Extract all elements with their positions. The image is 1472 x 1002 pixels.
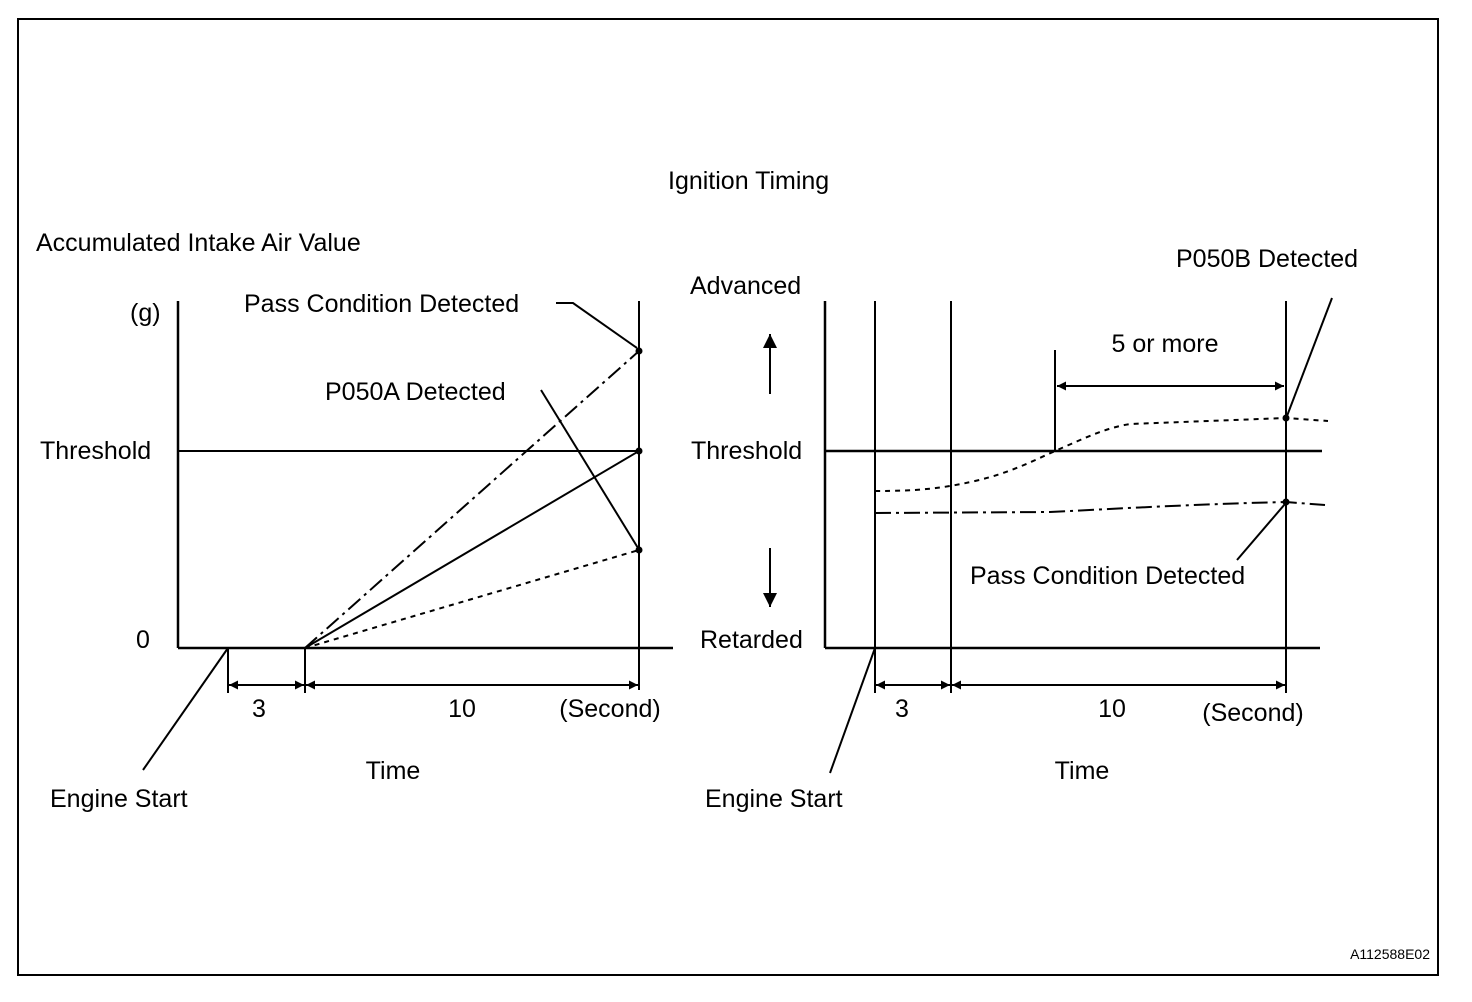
outer-frame <box>17 18 1439 976</box>
right-pass-leader <box>1236 503 1286 561</box>
right-panel-title: Ignition Timing <box>668 167 829 195</box>
left-time-unit: (Second) <box>559 695 660 723</box>
right-curve-fail <box>874 416 1329 492</box>
left-fail-leader <box>540 389 639 549</box>
left-threshold-label: Threshold <box>40 437 151 465</box>
right-engine-start-label: Engine Start <box>705 785 843 813</box>
left-interval-3-label: 3 <box>252 695 266 723</box>
right-fail-point <box>1282 414 1290 422</box>
right-curve-pass <box>874 500 1326 514</box>
left-engine-start-label: Engine Start <box>50 785 188 813</box>
figure-id: A112588E02 <box>1350 946 1430 962</box>
retarded-label: Retarded <box>700 626 803 654</box>
left-engine-start-leader <box>142 647 229 771</box>
left-panel-title: Accumulated Intake Air Value <box>36 229 361 257</box>
left-panel: Accumulated Intake Air Value (g) Thresho… <box>36 229 673 813</box>
left-pass-label: Pass Condition Detected <box>244 290 519 318</box>
left-curve-threshold <box>304 450 640 649</box>
left-time-axis-label: Time <box>366 757 421 785</box>
left-y-unit: (g) <box>130 299 161 327</box>
duration-label: 5 or more <box>1112 330 1219 358</box>
left-pass-point <box>635 347 643 355</box>
left-fail-point <box>635 546 643 554</box>
left-fail-label: P050A Detected <box>325 378 506 406</box>
right-pass-label: Pass Condition Detected <box>970 562 1245 590</box>
right-panel: Ignition Timing Advanced Threshold Retar… <box>668 167 1358 813</box>
right-threshold-label: Threshold <box>691 437 802 465</box>
right-fail-leader <box>1286 297 1333 417</box>
left-curve-fail <box>304 549 640 649</box>
right-fail-label: P050B Detected <box>1176 245 1358 273</box>
left-pass-leader <box>556 302 638 349</box>
left-interval-10-label: 10 <box>448 695 476 723</box>
left-threshold-point <box>635 447 643 455</box>
right-time-axis-label: Time <box>1055 757 1110 785</box>
right-engine-start-leader <box>829 647 876 774</box>
left-zero-label: 0 <box>136 626 150 654</box>
right-interval-3-label: 3 <box>895 695 909 723</box>
right-interval-10-label: 10 <box>1098 695 1126 723</box>
advanced-label: Advanced <box>690 272 801 300</box>
right-time-unit: (Second) <box>1202 699 1303 727</box>
